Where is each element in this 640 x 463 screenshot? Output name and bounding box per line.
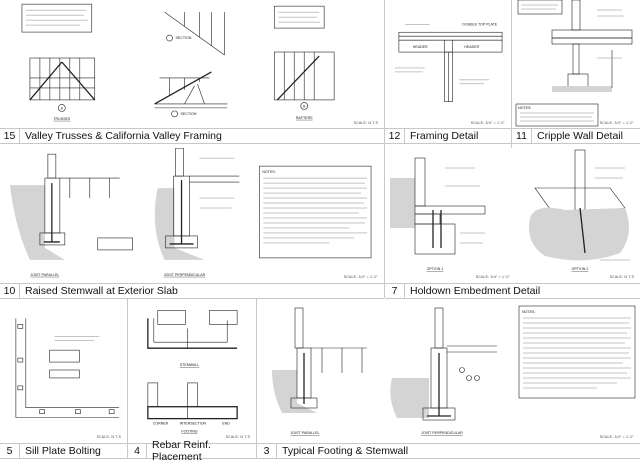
drawing-raised-stemwall: JOIST PARALLEL JOIST PERPENDICULAR NOTES… [0, 148, 384, 283]
scale-note: SCALE: 3/4" = 1'-0" [470, 121, 505, 125]
svg-text:DOUBLE TOP PLATE: DOUBLE TOP PLATE [462, 22, 497, 26]
scale-note: SCALE: 3/4" = 1'-0" [343, 275, 378, 279]
svg-text:INTERSECTION: INTERSECTION [180, 422, 207, 426]
drawing-typical-footing: JOIST PARALLEL JOIST PERPENDICULAR NOTES… [257, 298, 640, 443]
scale-note: SCALE: 3/4" = 1'-0" [599, 435, 634, 439]
detail-number: 3 [257, 444, 277, 458]
drawing-rebar-placement: STEMWALL CORNER INTERSECTION END FOOTING [128, 298, 256, 443]
detail-4-rebar-placement: STEMWALL CORNER INTERSECTION END FOOTING… [128, 298, 257, 463]
detail-title-bar: 15 Valley Trusses & California Valley Fr… [0, 128, 384, 144]
option-2-label: OPTION 2 [572, 267, 589, 271]
detail-title-bar: 10 Raised Stemwall at Exterior Slab [0, 283, 384, 299]
svg-text:END: END [222, 422, 230, 426]
scale-note: SCALE: N.T.S [225, 435, 250, 439]
svg-text:NOTES:: NOTES: [518, 106, 531, 110]
svg-text:CORNER: CORNER [153, 422, 169, 426]
drawing-framing-detail: HEADER HEADER DOUBLE TOP PLATE [385, 0, 511, 128]
detail-7-holdown-embedment: OPTION 1 OPTION 2 SCALE: 3/4" = 1'-0" SC… [385, 148, 640, 299]
svg-text:B: B [303, 104, 306, 108]
detail-title: Rebar Reinf. Placement [152, 439, 211, 463]
detail-11-cripple-wall: NOTES: SCALE: 3/4" = 1'-0" 11 Cripple Wa… [512, 0, 640, 148]
detail-title: Raised Stemwall at Exterior Slab [25, 285, 178, 297]
detail-number: 12 [385, 129, 405, 143]
option-1-label: OPTION 1 [427, 267, 444, 271]
svg-text:A: A [61, 106, 64, 110]
drawing-valley-trusses: A TRUSSES SECTION SECTION B RAFTERS [0, 0, 384, 128]
footing-label: FOOTING [181, 430, 197, 434]
detail-number: 15 [0, 129, 20, 143]
drawing-sill-plate-bolting [0, 298, 127, 443]
drawing-cripple-wall: NOTES: [512, 0, 640, 128]
scale-note: SCALE: 3/4" = 1'-0" [599, 121, 634, 125]
detail-title-bar: 5 Sill Plate Bolting [0, 443, 127, 459]
detail-title: Typical Footing & Stemwall [282, 445, 409, 457]
svg-text:HEADER: HEADER [464, 45, 479, 49]
detail-title: Cripple Wall Detail [537, 130, 623, 142]
joist-parallel-label: JOIST PARALLEL [290, 431, 319, 435]
scale-note: SCALE: N.T.S [353, 121, 378, 125]
detail-number: 5 [0, 444, 20, 458]
joist-perpendicular-label: JOIST PERPENDICULAR [164, 273, 206, 277]
detail-title-bar: 3 Typical Footing & Stemwall [257, 443, 640, 459]
joist-perpendicular-label: JOIST PERPENDICULAR [421, 431, 463, 435]
detail-title-bar: 4 Rebar Reinf. Placement [128, 439, 256, 463]
svg-text:SECTION: SECTION [181, 112, 197, 116]
drawing-holdown-embedment: OPTION 1 OPTION 2 [385, 148, 640, 283]
detail-number: 7 [385, 284, 405, 298]
svg-text:HEADER: HEADER [413, 45, 428, 49]
detail-15-valley-trusses: A TRUSSES SECTION SECTION B RAFTERS SCAL… [0, 0, 385, 148]
detail-title-bar: 11 Cripple Wall Detail [512, 128, 640, 144]
detail-number: 10 [0, 284, 20, 298]
detail-3-typical-footing: JOIST PARALLEL JOIST PERPENDICULAR NOTES… [257, 298, 640, 459]
detail-title-bar: 12 Framing Detail [385, 128, 511, 144]
detail-10-raised-stemwall: JOIST PARALLEL JOIST PERPENDICULAR NOTES… [0, 148, 385, 299]
detail-number: 4 [128, 444, 147, 458]
rafters-label: RAFTERS [296, 116, 313, 120]
scale-note: SCALE: N.T.S [96, 435, 121, 439]
detail-title: Holdown Embedment Detail [410, 285, 541, 297]
trusses-label: TRUSSES [53, 117, 71, 121]
scale-note: SCALE: 3/4" = 1'-0" [475, 275, 510, 279]
joist-parallel-label: JOIST PARALLEL [30, 273, 59, 277]
detail-title: Valley Trusses & California Valley Frami… [25, 130, 222, 142]
detail-title: Framing Detail [410, 130, 479, 142]
detail-title-bar: 7 Holdown Embedment Detail [385, 283, 640, 299]
detail-12-framing: HEADER HEADER DOUBLE TOP PLATE SCALE: 3/… [385, 0, 512, 148]
detail-title: Sill Plate Bolting [25, 445, 101, 457]
svg-text:SECTION: SECTION [176, 36, 192, 40]
scale-note: SCALE: N.T.S [609, 275, 634, 279]
svg-text:NOTES:: NOTES: [262, 170, 275, 174]
svg-text:NOTES:: NOTES: [522, 310, 535, 314]
detail-number: 11 [512, 129, 532, 143]
stemwall-label: STEMWALL [180, 363, 199, 367]
detail-5-sill-plate-bolting: SCALE: N.T.S 5 Sill Plate Bolting [0, 298, 128, 459]
